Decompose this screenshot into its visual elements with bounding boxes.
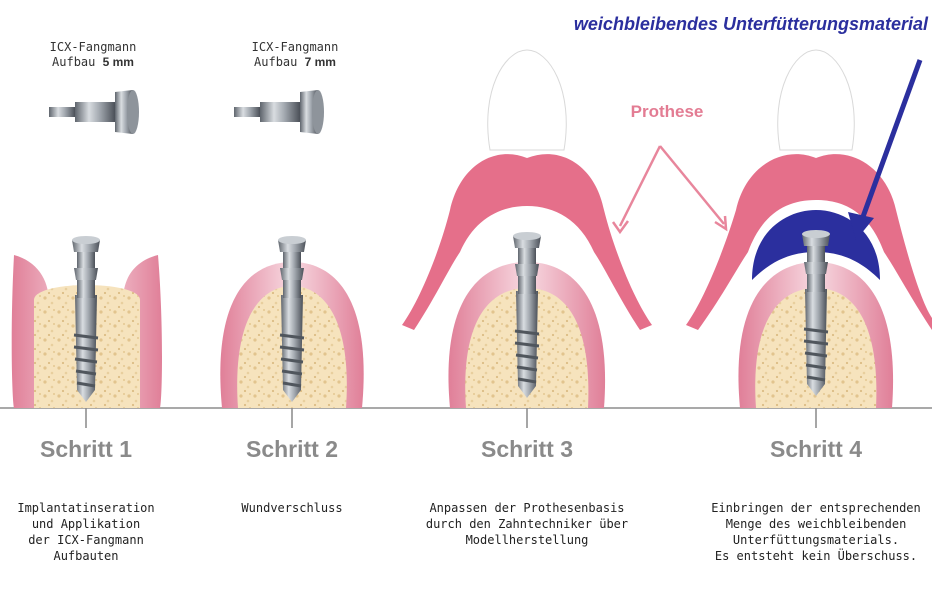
step-3-title: Schritt 3 (427, 436, 627, 463)
prothese-arrows (613, 146, 726, 232)
abutment-7mm-image (234, 90, 324, 134)
prothese-label: Prothese (612, 102, 722, 122)
material-label: weichbleibendes Unterfütterungsmaterial (560, 14, 928, 35)
step-1-description: Implantatinseration und Applikation der … (0, 500, 196, 564)
part-size-line: Aufbau 5 mm (18, 55, 168, 70)
step4-illustration (686, 50, 932, 408)
step-3-description: Anpassen der Prothesenbasis durch den Za… (417, 500, 637, 548)
part-label-7mm: ICX-Fangmann Aufbau 7 mm (220, 40, 370, 70)
abutment-5mm-image (49, 90, 139, 134)
step-2-title: Schritt 2 (192, 436, 392, 463)
step2-illustration (220, 236, 363, 408)
step-4-title: Schritt 4 (716, 436, 916, 463)
step-1-title: Schritt 1 (0, 436, 186, 463)
part-label-5mm: ICX-Fangmann Aufbau 5 mm (18, 40, 168, 70)
part-size-line: Aufbau 7 mm (220, 55, 370, 70)
step-ticks (86, 408, 816, 428)
part-name: ICX-Fangmann (220, 40, 370, 55)
step1-illustration (12, 236, 162, 408)
step-2-description: Wundverschluss (182, 500, 402, 516)
step-4-description: Einbringen der entsprechenden Menge des … (706, 500, 926, 564)
part-name: ICX-Fangmann (18, 40, 168, 55)
